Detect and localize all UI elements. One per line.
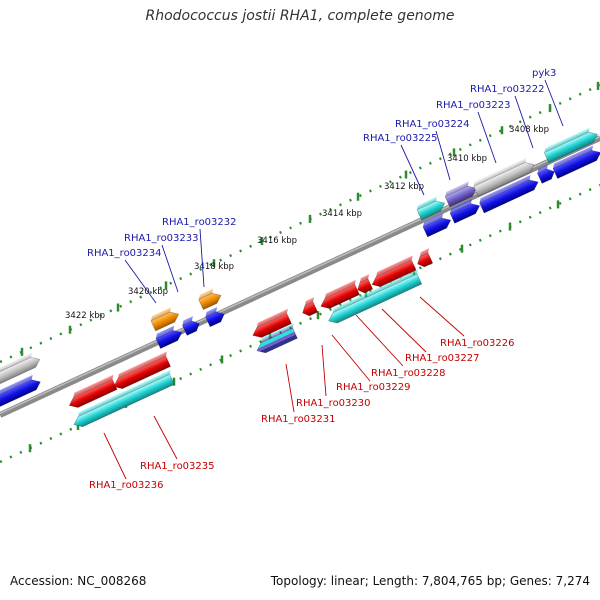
kbp-tick-label: 3422 kbp (65, 311, 105, 321)
gene-gray-left[interactable] (0, 351, 42, 395)
gene-RHA1_ro03229[interactable] (317, 279, 362, 312)
gene-blue-left[interactable] (0, 373, 43, 412)
reverse-callout-line (153, 415, 178, 460)
reverse-gene-label[interactable]: RHA1_ro03228 (371, 368, 446, 379)
forward-gene-label[interactable]: RHA1_ro03225 (363, 133, 438, 144)
gene-pyk3[interactable] (551, 144, 600, 179)
gene-blue-5[interactable] (448, 197, 482, 224)
gene-RHA1_ro03231-b[interactable] (253, 323, 300, 355)
forward-callout-line (477, 111, 497, 164)
map-title: Rhodococcus jostii RHA1, complete genome (145, 8, 455, 24)
forward-gene-label[interactable]: pyk3 (532, 68, 556, 79)
forward-callout-line (161, 244, 179, 293)
gene-RHA1_ro03231[interactable] (249, 308, 294, 341)
reverse-gene-label[interactable]: RHA1_ro03231 (261, 414, 336, 425)
forward-gene-label[interactable]: RHA1_ro03222 (470, 84, 545, 95)
gene-cyan-bottom[interactable] (70, 369, 177, 429)
forward-gene-label[interactable]: RHA1_ro03234 (87, 248, 162, 259)
reverse-gene-label[interactable]: RHA1_ro03229 (336, 382, 411, 393)
reverse-callout-line (103, 432, 127, 480)
topology-value: linear; (330, 574, 369, 588)
gene-RHA1_ro03223[interactable] (472, 156, 536, 197)
gene-RHA1_ro03234[interactable] (149, 306, 181, 332)
accession-value: NC_008268 (77, 574, 147, 588)
genome-summary: Topology: linear; Length: 7,804,765 bp; … (271, 574, 590, 588)
reverse-gene-label[interactable]: RHA1_ro03227 (405, 353, 480, 364)
gene-blue-6[interactable] (478, 173, 541, 214)
forward-gene-label[interactable]: RHA1_ro03223 (436, 100, 511, 111)
kbp-tick-label: 3410 kbp (447, 154, 487, 164)
kbp-tick-label: 3412 kbp (384, 182, 424, 192)
forward-callout-line (544, 79, 564, 127)
length-label: Length: (372, 574, 419, 588)
gene-RHA1_ro03230[interactable] (299, 297, 321, 318)
reverse-gene-label[interactable]: RHA1_ro03236 (89, 480, 164, 491)
gene-RHA1_ro03236[interactable] (65, 374, 119, 411)
reverse-callout-line (331, 334, 371, 382)
reverse-gene-label[interactable]: RHA1_ro03226 (440, 338, 515, 349)
gene-blue-1[interactable] (154, 324, 184, 349)
reverse-callout-line (285, 363, 295, 413)
gene-blue-2[interactable] (181, 315, 202, 336)
gene-RHA1_ro03232[interactable] (197, 287, 223, 311)
forward-callout-line (400, 144, 425, 196)
gene-cyan-mid[interactable] (325, 269, 425, 326)
major-ticks (20, 81, 600, 453)
gene-blue-7[interactable] (536, 163, 557, 184)
gene-RHA1_ro03227[interactable] (368, 255, 419, 289)
gene-RHA1_ro03225[interactable] (415, 195, 447, 221)
reverse-gene-label[interactable]: RHA1_ro03230 (296, 398, 371, 409)
forward-gene-label[interactable]: RHA1_ro03224 (395, 119, 470, 130)
forward-callout-line (514, 95, 534, 149)
forward-callout-line (124, 259, 157, 304)
accession-label: Accession: (10, 574, 74, 588)
reverse-callout-line (321, 344, 327, 397)
gene-RHA1_ro03222[interactable] (543, 126, 600, 164)
kbp-tick-label: 3416 kbp (257, 236, 297, 246)
forward-gene-label[interactable]: RHA1_ro03233 (124, 233, 199, 244)
kbp-tick-label: 3408 kbp (509, 125, 549, 135)
gene-RHA1_ro03228[interactable] (354, 274, 376, 295)
genes-label: Genes: (509, 574, 552, 588)
forward-callout-line (435, 130, 451, 181)
length-value: 7,804,765 bp; (421, 574, 507, 588)
reverse-callout-line (355, 314, 404, 367)
kbp-tick-label: 3418 kbp (194, 262, 234, 272)
gene-blue-3[interactable] (204, 306, 227, 328)
forward-callout-line (199, 228, 205, 288)
reverse-callout-line (419, 296, 465, 337)
gene-blue-4[interactable] (421, 212, 453, 238)
forward-scale-track (0, 83, 600, 364)
reverse-gene-label[interactable]: RHA1_ro03235 (140, 461, 215, 472)
callout-lines (103, 79, 564, 480)
gene-features (0, 126, 600, 429)
gene-RHA1_ro03226[interactable] (414, 248, 436, 269)
gene-RHA1_ro03235[interactable] (110, 351, 173, 392)
kbp-tick-label: 3414 kbp (322, 209, 362, 219)
accession-info: Accession: NC_008268 (10, 574, 146, 588)
genes-value: 7,274 (555, 574, 590, 588)
topology-label: Topology: (270, 574, 327, 588)
forward-gene-label[interactable]: RHA1_ro03232 (162, 217, 237, 228)
gene-RHA1_ro03224[interactable] (443, 180, 478, 208)
gene-labels: pyk3RHA1_ro03222RHA1_ro03223RHA1_ro03224… (87, 68, 556, 491)
reverse-callout-line (381, 308, 427, 353)
